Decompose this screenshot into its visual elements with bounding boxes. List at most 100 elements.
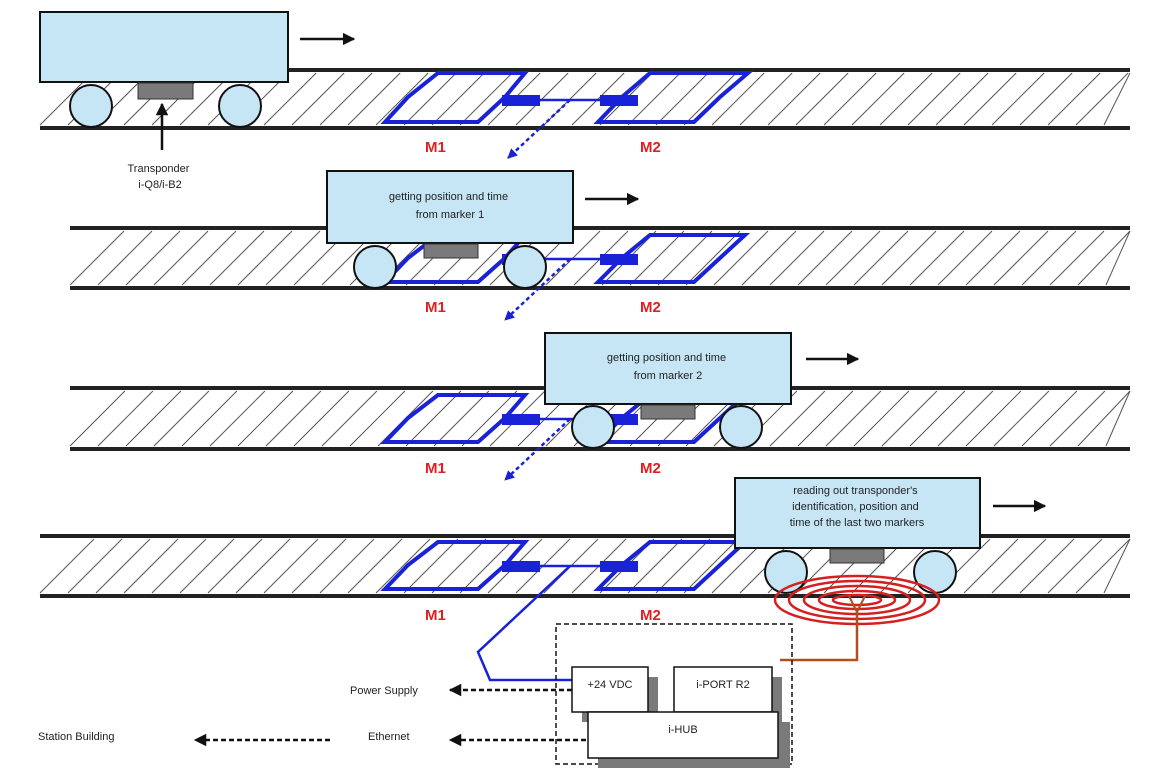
wagon-wheel-rear (503, 245, 547, 289)
track-hatch-line (825, 230, 881, 286)
marker-m1-loop (380, 393, 530, 444)
track-hatch-line (1021, 230, 1077, 286)
stage-3: M1 M2 getting position and time from mar… (69, 332, 1131, 481)
marker-label-m2: M2 (640, 139, 661, 156)
marker-m2-connector (600, 254, 638, 265)
stage-2: M1 M2 getting position and time from mar… (69, 170, 1131, 321)
track-hatch-line (879, 72, 933, 126)
track-hatch-line (263, 538, 319, 594)
track-hatch-line (991, 72, 1045, 126)
track-hatch-line (655, 72, 709, 126)
marker-lead-wire (507, 99, 571, 159)
marker-power-wire (476, 565, 572, 682)
track-hatch-line (907, 72, 961, 126)
marker-m1-loop (380, 540, 530, 591)
track-hatch-line (1021, 390, 1078, 447)
track-hatch-line (1075, 72, 1129, 126)
power-box (571, 666, 649, 713)
wagon-caption: getting position and time from marker 2 (607, 352, 729, 382)
track-hatch-line (123, 538, 179, 594)
wagon-2: getting position and time from marker 1 (326, 170, 574, 289)
track-hatch-line (965, 390, 1022, 447)
marker-m1-loop (380, 71, 530, 124)
track-hatch-line (237, 230, 293, 286)
track-hatch-line (1075, 538, 1131, 594)
track-hatch-line (769, 390, 826, 447)
transponder-label: Transponder i-Q8/i-B2 (127, 163, 192, 191)
track-hatch-line (1077, 230, 1131, 286)
ethernet-label: Ethernet (368, 731, 410, 743)
track-hatch-line (207, 538, 263, 594)
track-hatch-line (291, 72, 345, 126)
wagon-caption: reading out transponder's identification… (790, 485, 925, 529)
track-hatch-line (937, 390, 994, 447)
track-hatch-line (683, 72, 737, 126)
track-hatch-line (375, 72, 429, 126)
marker-label-m1: M1 (425, 299, 446, 316)
track-hatch-line (1019, 538, 1075, 594)
wagon-caption: getting position and time from marker 1 (389, 191, 511, 221)
track-hatch-line (321, 390, 378, 447)
track-hatch-line (853, 390, 910, 447)
track-hatch-line (125, 390, 182, 447)
track-hatch-line (909, 230, 965, 286)
track-hatch-line (181, 390, 238, 447)
track-1 (39, 68, 1131, 130)
marker-m1-connector (502, 561, 540, 572)
wagon-body (39, 11, 289, 83)
wagon-wheel-rear (719, 405, 763, 449)
station-building-label: Station Building (38, 731, 114, 743)
port-box-label: i-PORT R2 (696, 679, 749, 691)
track-hatch-line (209, 390, 266, 447)
wagon-wheel-rear (913, 550, 957, 594)
marker-m2-connector (600, 95, 638, 106)
track-hatch-line (1019, 72, 1073, 126)
track-hatch-line (1105, 230, 1131, 286)
marker-m2-connector (600, 561, 638, 572)
track-hatch-line (1103, 72, 1131, 126)
marker-pair-1 (380, 71, 754, 159)
track-hatch-line (797, 390, 854, 447)
track-hatch-line (69, 390, 126, 447)
track-hatch-line (795, 72, 849, 126)
track-hatch-line (627, 538, 683, 594)
marker-m1-connector (502, 95, 540, 106)
track-hatching (39, 72, 1131, 126)
track-hatch-line (823, 72, 877, 126)
marker-lead-wire (504, 258, 571, 321)
track-hatch-line (935, 72, 989, 126)
track-hatch-line (825, 390, 882, 447)
track-hatch-line (965, 230, 1021, 286)
track-hatch-line (431, 72, 485, 126)
track-hatch-line (1105, 390, 1131, 447)
track-hatch-line (963, 538, 1019, 594)
transponder-icon (137, 82, 194, 100)
track-hatch-line (265, 390, 322, 447)
track-hatch-line (991, 538, 1047, 594)
track-hatch-line (655, 538, 711, 594)
antenna-cable (780, 612, 859, 662)
stage-4: M1 M2 reading out transponder's identifi… (39, 477, 1131, 682)
track-hatch-line (265, 230, 321, 286)
wagon-wheel-rear (218, 84, 262, 128)
track-hatch-line (69, 230, 125, 286)
track-hatch-line (291, 538, 347, 594)
track-hatch-line (403, 72, 457, 126)
track-hatch-line (1049, 230, 1105, 286)
track-hatch-line (151, 538, 207, 594)
track-hatch-line (459, 538, 515, 594)
track-hatch-line (767, 72, 821, 126)
track-hatch-line (319, 72, 373, 126)
transponder-icon (829, 548, 885, 564)
port-box (673, 666, 773, 713)
track-hatch-line (937, 230, 993, 286)
track-hatch-line (711, 72, 765, 126)
track-hatch-line (235, 538, 291, 594)
track-hatch-line (657, 230, 713, 286)
track-hatch-line (95, 538, 151, 594)
wagon-wheel-front (69, 84, 113, 128)
transponder-icon (640, 404, 696, 420)
wagon-4: reading out transponder's identification… (734, 477, 981, 594)
track-hatch-line (797, 230, 853, 286)
